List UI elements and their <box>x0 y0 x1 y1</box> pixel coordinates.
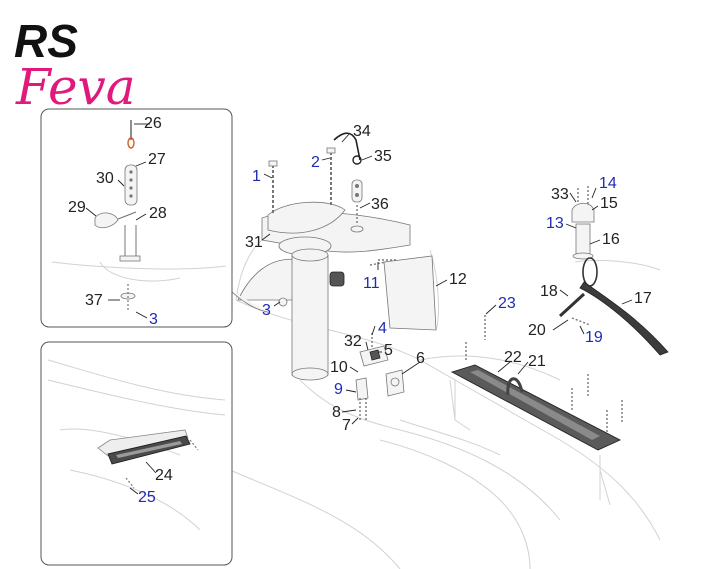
callout-4: 4 <box>378 320 387 337</box>
callout-30: 30 <box>96 170 114 187</box>
callout-12: 12 <box>449 271 467 288</box>
callout-26: 26 <box>144 115 162 132</box>
callout-9: 9 <box>334 381 343 398</box>
brand-logo: RS Feva <box>14 15 136 116</box>
callout-21: 21 <box>528 353 546 370</box>
track-plate <box>450 315 623 500</box>
callout-14: 14 <box>599 175 617 192</box>
callout-25: 25 <box>138 489 156 506</box>
callout-3: 3 <box>262 302 271 319</box>
callout-32: 32 <box>344 333 362 350</box>
block-parts <box>571 186 595 260</box>
callout-23: 23 <box>498 295 516 312</box>
shackle-parts <box>333 132 364 233</box>
callout-1: 1 <box>252 168 261 185</box>
leader-lines <box>85 123 633 495</box>
callout-15: 15 <box>600 195 618 212</box>
callout-22: 22 <box>504 349 522 366</box>
callout-28: 28 <box>149 205 167 222</box>
brand-feva-text: Feva <box>15 58 136 116</box>
callout-31: 31 <box>245 234 263 251</box>
callout-19: 19 <box>585 329 603 346</box>
callout-labels: 1 2 34 35 36 31 3 11 12 4 32 5 10 6 9 8 … <box>68 115 652 506</box>
callout-5: 5 <box>384 342 393 359</box>
callout-37: 37 <box>85 292 103 309</box>
callout-2: 2 <box>311 154 320 171</box>
callout-34: 34 <box>353 123 371 140</box>
callout-35: 35 <box>374 148 392 165</box>
bolt-2 <box>326 147 336 205</box>
callout-17: 17 <box>634 290 652 307</box>
bag-part-12 <box>378 255 437 331</box>
inset-panel-top <box>40 108 233 328</box>
callout-18: 18 <box>540 283 558 300</box>
callout-13: 13 <box>546 215 564 232</box>
callout-10: 10 <box>330 359 348 376</box>
callout-16: 16 <box>602 231 620 248</box>
callout-27: 27 <box>148 151 166 168</box>
callout-6: 6 <box>416 350 425 367</box>
callout-8: 8 <box>332 404 341 421</box>
callout-3-inset: 3 <box>149 311 158 328</box>
callout-7: 7 <box>342 417 351 434</box>
callout-11: 11 <box>363 275 380 292</box>
callout-36: 36 <box>371 196 389 213</box>
thwart-assembly <box>229 201 411 381</box>
callout-33: 33 <box>551 186 569 203</box>
bolt-1 <box>268 160 278 215</box>
cleat-parts <box>355 333 405 420</box>
callout-29: 29 <box>68 199 86 216</box>
strap-parts <box>558 257 669 356</box>
callout-20: 20 <box>528 322 546 339</box>
inset-panel-bottom <box>40 341 233 566</box>
callout-24: 24 <box>155 467 173 484</box>
brand-rs-text: RS <box>14 15 78 67</box>
